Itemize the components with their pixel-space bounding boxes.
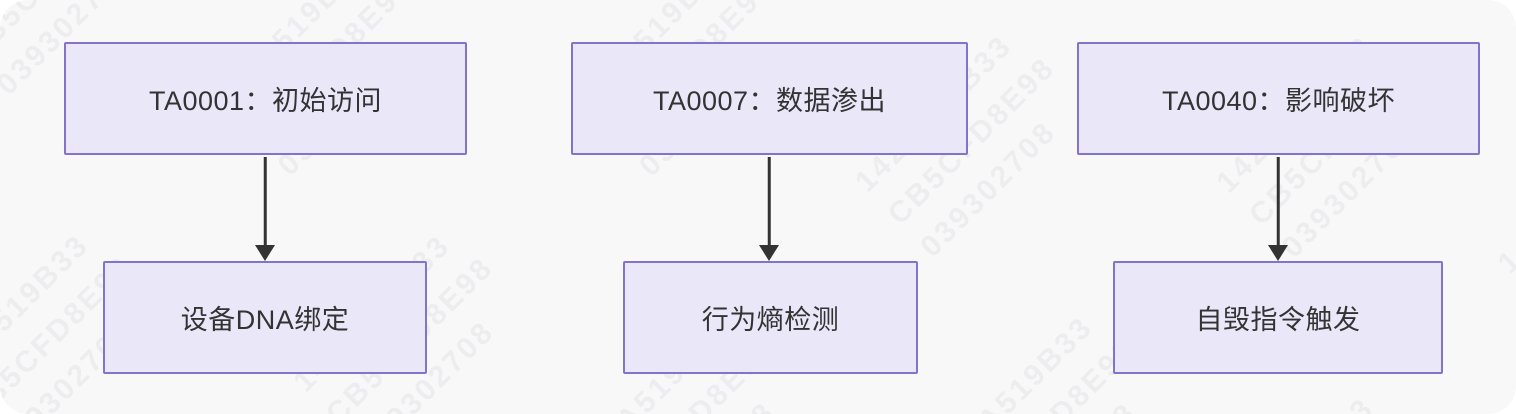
arrow-shaft: [263, 157, 267, 246]
arrow-shaft: [1276, 157, 1280, 246]
node-tactic-impact: TA0040：影响破坏: [1077, 42, 1480, 155]
node-label: 行为熵检测: [701, 305, 840, 335]
node-label: TA0007：数据渗出: [652, 86, 887, 116]
arrow-down-icon: [758, 157, 780, 261]
arrowhead-icon: [255, 245, 275, 261]
arrow-shaft: [767, 157, 771, 246]
node-label: TA0040：影响破坏: [1161, 86, 1396, 116]
arrow-down-icon: [254, 157, 276, 261]
node-label: 自毁指令触发: [1195, 305, 1361, 335]
node-tactic-exfiltration: TA0007：数据渗出: [571, 42, 968, 155]
node-technique-device-dna-binding: 设备DNA绑定: [103, 261, 427, 374]
arrow-down-icon: [1267, 157, 1289, 261]
arrowhead-icon: [1268, 245, 1288, 261]
node-tactic-initial-access: TA0001：初始访问: [64, 42, 467, 155]
node-technique-behavior-entropy-detection: 行为熵检测: [623, 261, 918, 374]
arrowhead-icon: [759, 245, 779, 261]
node-technique-self-destruct-trigger: 自毁指令触发: [1113, 261, 1443, 374]
node-label: TA0001：初始访问: [148, 86, 383, 116]
node-label: 设备DNA绑定: [180, 305, 350, 335]
